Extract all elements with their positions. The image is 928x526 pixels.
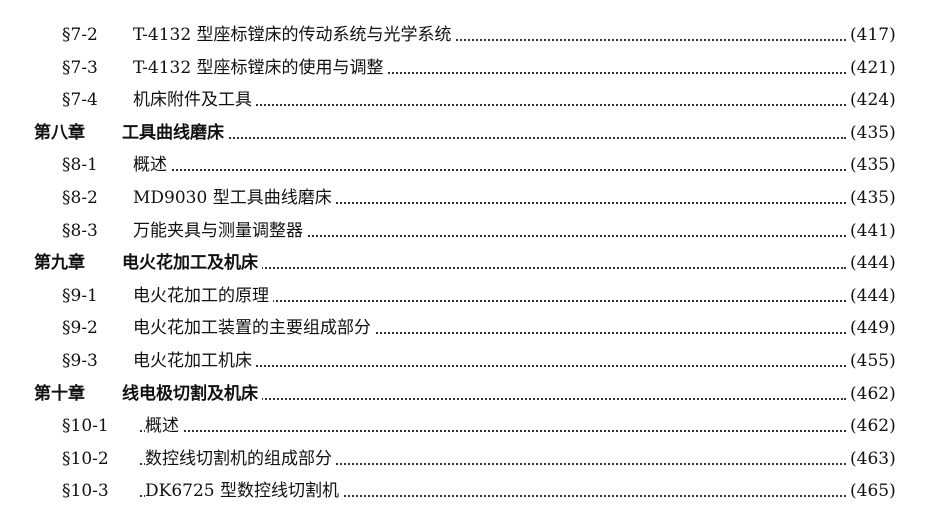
leader-dots: [140, 364, 846, 367]
leader-dots: [140, 104, 846, 107]
toc-entry-8-2: §8-2 MD9030 型工具曲线磨床 (435): [0, 181, 928, 215]
chapter-number: 第十章: [34, 383, 85, 404]
page-number: (435): [848, 116, 896, 150]
page-number: (449): [848, 312, 896, 345]
leader-dots: [130, 267, 846, 270]
leader-dots: [140, 169, 846, 172]
toc-entry-10-2: §10-2 数控线切割机的组成部分 (463): [0, 442, 928, 476]
page-number: (424): [848, 84, 896, 117]
leader-dots: [140, 299, 846, 302]
section-number: §10-1: [62, 416, 109, 437]
leader-dots: [140, 234, 846, 237]
toc-entry-7-3: §7-3 T-4132 型座标镗床的使用与调整 (421): [0, 51, 928, 85]
toc-entry-8-1: §8-1 概述 (435): [0, 149, 928, 182]
toc-entry-10-1: §10-1 概述 (462): [0, 410, 928, 443]
toc-entry-7-4: §7-4 机床附件及工具 (424): [0, 84, 928, 117]
section-title: T-4132 型座标镗床的传动系统与光学系统: [133, 19, 456, 52]
toc-entry-7-2: §7-2 T-4132 型座标镗床的传动系统与光学系统 (417): [0, 19, 928, 52]
leader-dots: [140, 71, 846, 74]
page-number: (455): [848, 344, 896, 378]
chapter-number: 第八章: [34, 122, 85, 143]
section-title: 电火花加工机床: [133, 344, 256, 378]
toc-entry-9-1: §9-1 电火花加工的原理 (444): [0, 279, 928, 313]
section-title: 万能夹具与测量调整器: [133, 214, 307, 248]
section-title: DK6725 型数控线切割机: [145, 475, 343, 508]
section-number: §9-2: [62, 318, 98, 339]
page-number: (462): [848, 377, 896, 411]
section-number: §7-3: [62, 57, 98, 78]
toc-chapter-8: 第八章 工具曲线磨床 (435): [0, 116, 928, 150]
section-title: 电火花加工的原理: [133, 279, 273, 313]
chapter-title: 工具曲线磨床: [122, 116, 228, 150]
section-number: §8-1: [62, 155, 98, 176]
section-number: §9-3: [62, 350, 98, 371]
page-number: (441): [848, 214, 896, 248]
section-title: 概述: [133, 149, 171, 182]
chapter-title: 电火花加工及机床: [122, 247, 262, 280]
section-title: 数控线切割机的组成部分: [145, 442, 336, 476]
page-number: (444): [848, 279, 896, 313]
toc-chapter-10: 第十章 线电极切割及机床 (462): [0, 377, 928, 411]
leader-dots: [140, 39, 846, 41]
leader-dots: [140, 462, 846, 465]
section-title: T-4132 型座标镗床的使用与调整: [133, 51, 388, 85]
leader-dots: [140, 201, 846, 204]
page-number: (465): [848, 475, 896, 508]
section-number: §10-3: [62, 481, 109, 502]
section-title: 概述: [145, 410, 183, 443]
leader-dots: [140, 332, 846, 335]
page-number: (417): [848, 19, 896, 52]
leader-dots: [140, 495, 846, 498]
toc-chapter-9: 第九章 电火花加工及机床 (444): [0, 247, 928, 280]
section-number: §7-2: [62, 25, 98, 45]
section-number: §10-2: [62, 448, 109, 469]
toc-entry-8-3: §8-3 万能夹具与测量调整器 (441): [0, 214, 928, 248]
section-number: §9-1: [62, 285, 98, 306]
table-of-contents: §7-2 T-4132 型座标镗床的传动系统与光学系统 (417) §7-3 T…: [0, 19, 928, 508]
page-number: (444): [848, 247, 896, 280]
toc-entry-9-2: §9-2 电火花加工装置的主要组成部分 (449): [0, 312, 928, 345]
leader-dots: [130, 136, 846, 139]
section-number: §8-2: [62, 187, 98, 208]
leader-dots: [130, 397, 846, 400]
chapter-title: 线电极切割及机床: [122, 377, 262, 411]
page-number: (463): [848, 442, 896, 476]
section-title: 电火花加工装置的主要组成部分: [133, 312, 375, 345]
page-number: (435): [848, 181, 896, 215]
section-title: 机床附件及工具: [133, 84, 256, 117]
section-number: §8-3: [62, 220, 98, 241]
page-number: (421): [848, 51, 896, 85]
section-title: MD9030 型工具曲线磨床: [133, 181, 336, 215]
leader-dots: [140, 430, 846, 433]
toc-entry-9-3: §9-3 电火花加工机床 (455): [0, 344, 928, 378]
page-number: (462): [848, 410, 896, 443]
section-number: §7-4: [62, 90, 98, 111]
toc-entry-10-3: §10-3 DK6725 型数控线切割机 (465): [0, 475, 928, 508]
page-number: (435): [848, 149, 896, 182]
chapter-number: 第九章: [34, 253, 85, 274]
